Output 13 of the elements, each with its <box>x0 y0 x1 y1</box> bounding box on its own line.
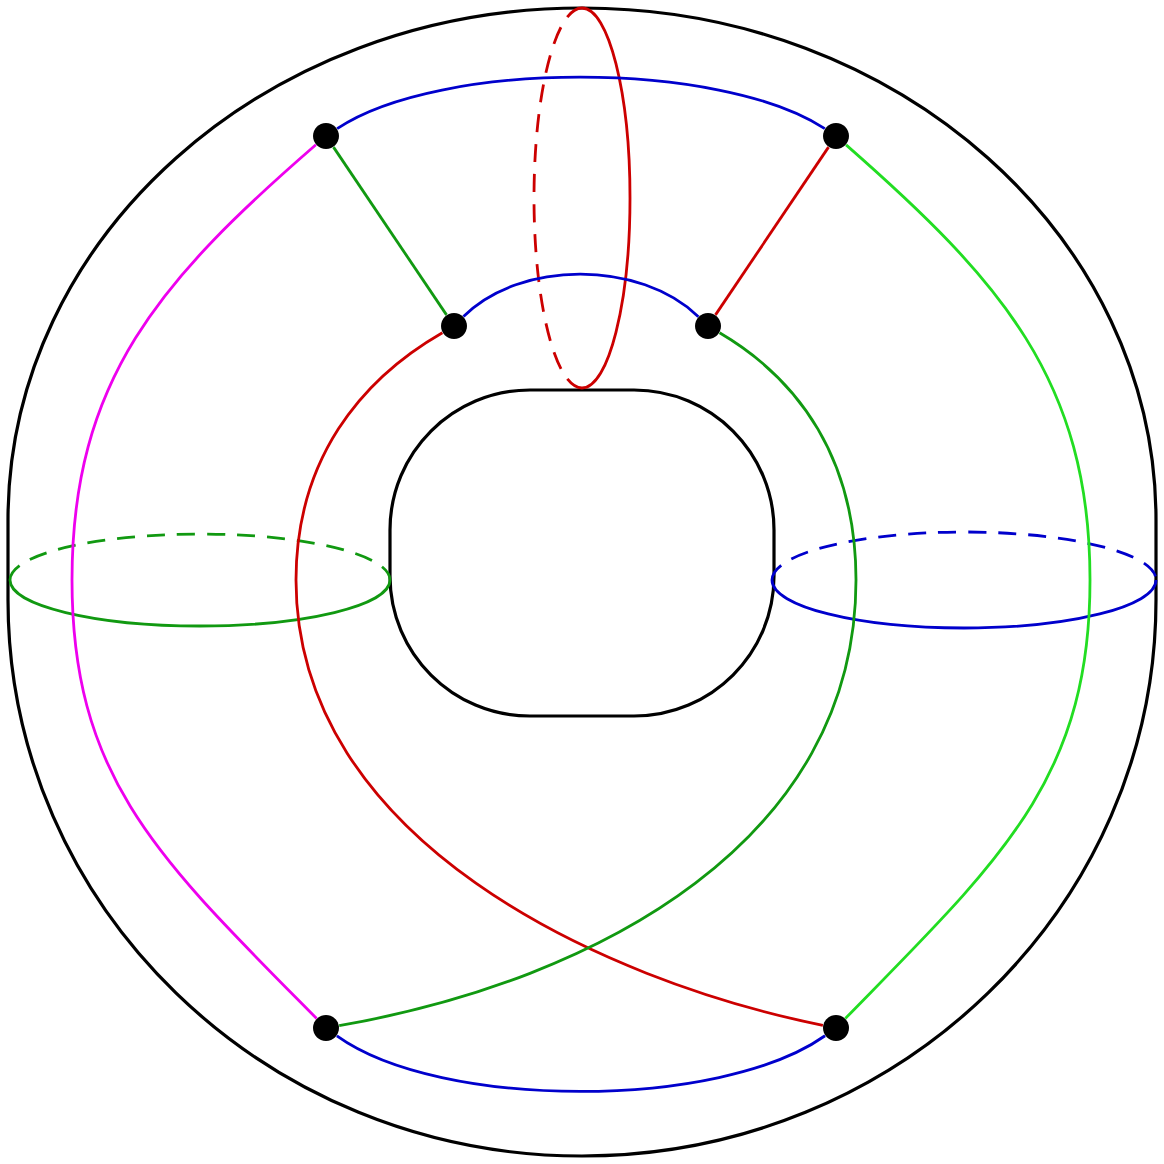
vertex-dot <box>695 313 721 339</box>
curve <box>336 1034 826 1093</box>
vertex-dot <box>313 123 339 149</box>
vertex-dot <box>313 1015 339 1041</box>
vertex-dot <box>823 123 849 149</box>
vertex-dot <box>823 1015 849 1041</box>
curve <box>332 146 448 316</box>
curve <box>844 143 1092 1020</box>
curve <box>70 143 318 1020</box>
curve <box>462 272 700 318</box>
curve <box>714 146 830 316</box>
curve <box>336 75 826 130</box>
vertex-dot <box>441 313 467 339</box>
